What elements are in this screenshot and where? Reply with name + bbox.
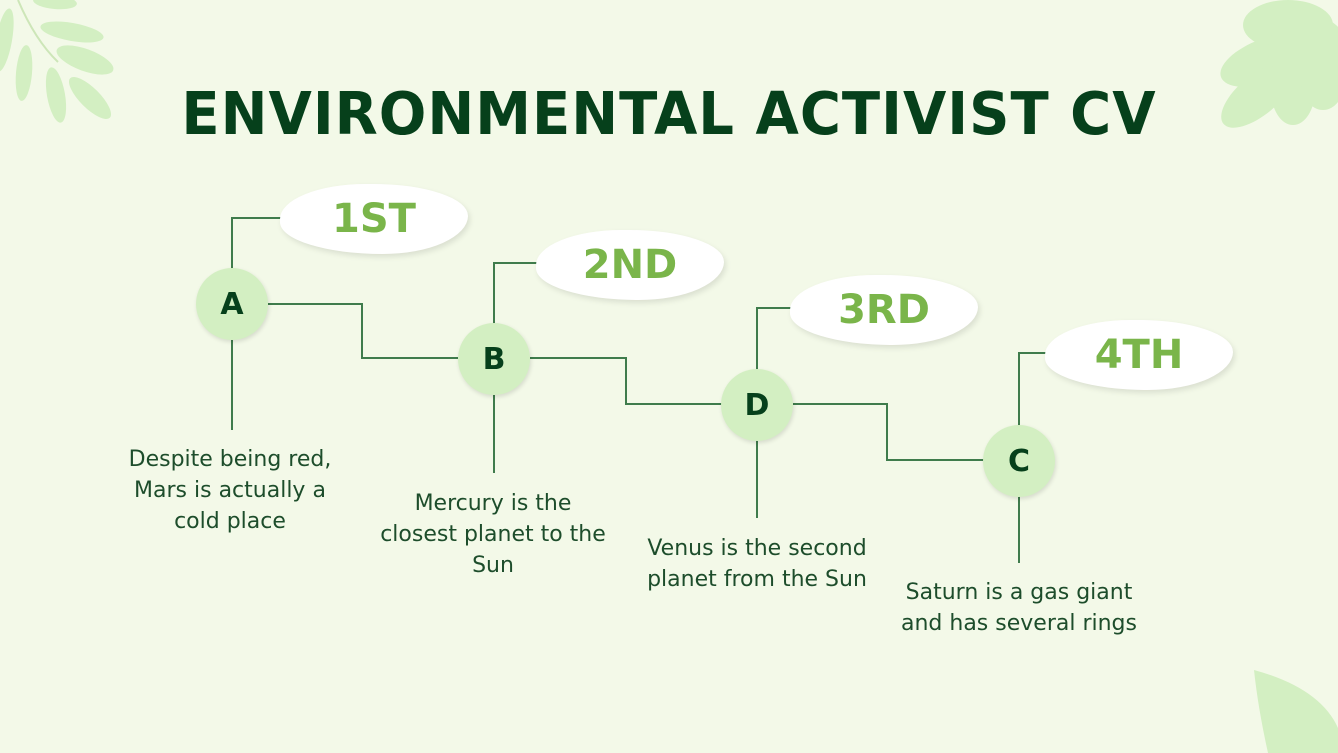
step-description-a: Despite being red, Mars is actually a co… bbox=[128, 447, 332, 534]
leaf-icon bbox=[1254, 670, 1338, 753]
step-description-c: Saturn is a gas giant and has several ri… bbox=[901, 580, 1137, 636]
step-node-b: B bbox=[458, 323, 530, 395]
rank-badge-2nd: 2ND bbox=[536, 230, 724, 300]
rank-badge-4th: 4TH bbox=[1045, 320, 1233, 390]
step-node-a: A bbox=[196, 268, 268, 340]
step-node-d: D bbox=[721, 369, 793, 441]
page-title: ENVIRONMENTAL ACTIVIST CV bbox=[181, 80, 1157, 149]
rank-badge-3rd: 3RD bbox=[790, 275, 978, 345]
step-node-c: C bbox=[983, 425, 1055, 497]
step-description-d: Venus is the second planet from the Sun bbox=[647, 536, 867, 592]
leaf-cluster-icon bbox=[1220, 0, 1338, 128]
leaf-branch-icon bbox=[0, 0, 114, 123]
rank-badge-1st: 1ST bbox=[280, 184, 468, 254]
step-description-b: Mercury is the closest planet to the Sun bbox=[380, 491, 606, 578]
